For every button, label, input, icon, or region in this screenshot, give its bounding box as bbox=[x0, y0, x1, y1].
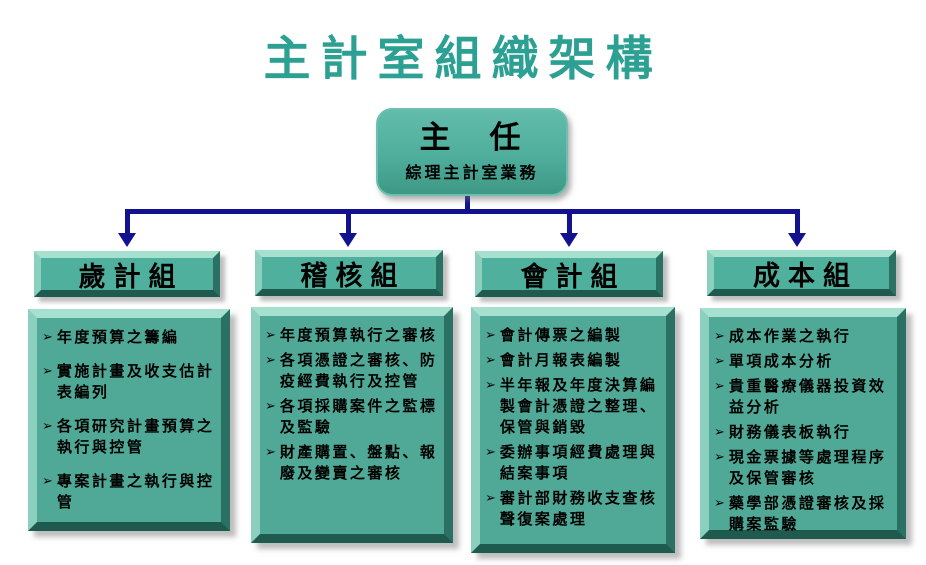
duty-text: 成本作業之執行 bbox=[728, 327, 852, 345]
arrow-bullet-icon: ➢ bbox=[265, 445, 276, 460]
duty-text: 現金票據等處理程序及保管審核 bbox=[728, 448, 887, 487]
connector-stub bbox=[465, 194, 470, 212]
duty-item: ➢ 現金票據等處理程序及保管審核 bbox=[714, 447, 894, 489]
director-box: 主 任 綜理主計室業務 bbox=[376, 108, 568, 196]
dept-name: 會計組 bbox=[520, 261, 626, 293]
duty-item: ➢ 單項成本分析 bbox=[714, 351, 894, 372]
dept-duties-accounting: ➢ 會計傳票之編製 ➢ 會計月報表編製 ➢ 半年報及年度決算編製會計憑證之整理、… bbox=[471, 307, 675, 553]
dept-header-budget: 歲計組 bbox=[34, 251, 220, 297]
arrow-bullet-icon: ➢ bbox=[485, 328, 496, 343]
duty-item: ➢ 會計傳票之編製 bbox=[485, 325, 663, 346]
dept-name: 成本組 bbox=[753, 260, 858, 292]
arrow-down-icon bbox=[339, 233, 357, 247]
duty-text: 審計部財務收支查核聲復案處理 bbox=[499, 489, 658, 528]
duty-text: 財產購置、盤點、報廢及變賣之審核 bbox=[279, 443, 438, 482]
arrow-bullet-icon: ➢ bbox=[485, 445, 496, 460]
arrow-bullet-icon: ➢ bbox=[714, 496, 725, 511]
duty-text: 各項採購案件之監標及監驗 bbox=[279, 397, 438, 436]
duty-text: 專案計畫之執行與控管 bbox=[56, 472, 215, 511]
dept-header-audit: 稽核組 bbox=[255, 250, 443, 296]
arrow-bullet-icon: ➢ bbox=[265, 399, 276, 414]
duty-item: ➢ 實施計畫及收支估計表編列 bbox=[42, 361, 218, 403]
duty-item: ➢ 年度預算之籌編 bbox=[42, 327, 218, 348]
arrow-bullet-icon: ➢ bbox=[714, 329, 725, 344]
duty-text: 年度預算之籌編 bbox=[56, 328, 180, 346]
duty-text: 實施計畫及收支估計表編列 bbox=[56, 362, 215, 401]
duty-text: 財務儀表板執行 bbox=[728, 423, 852, 441]
arrow-bullet-icon: ➢ bbox=[42, 364, 53, 379]
duty-text: 各項研究計畫預算之執行與控管 bbox=[56, 417, 215, 456]
dept-duties-budget: ➢ 年度預算之籌編 ➢ 實施計畫及收支估計表編列 ➢ 各項研究計畫預算之執行與控… bbox=[28, 309, 230, 531]
duty-text: 會計月報表編製 bbox=[499, 351, 623, 369]
duty-item: ➢ 各項研究計畫預算之執行與控管 bbox=[42, 416, 218, 458]
arrow-bullet-icon: ➢ bbox=[485, 378, 496, 393]
duty-text: 半年報及年度決算編製會計憑證之整理、保管與銷毀 bbox=[499, 376, 658, 436]
duty-item: ➢ 貴重醫療儀器投資效益分析 bbox=[714, 376, 894, 418]
connector-vertical-1 bbox=[125, 209, 130, 234]
duty-list: ➢ 年度預算之籌編 ➢ 實施計畫及收支估計表編列 ➢ 各項研究計畫預算之執行與控… bbox=[42, 327, 218, 513]
arrow-bullet-icon: ➢ bbox=[485, 353, 496, 368]
duty-text: 單項成本分析 bbox=[728, 352, 834, 370]
duty-list: ➢ 成本作業之執行 ➢ 單項成本分析 ➢ 貴重醫療儀器投資效益分析 ➢ 財務儀表… bbox=[714, 326, 894, 535]
arrow-bullet-icon: ➢ bbox=[485, 491, 496, 506]
duty-text: 委辦事項經費處理與結案事項 bbox=[499, 443, 658, 482]
duty-text: 年度預算執行之審核 bbox=[279, 326, 438, 344]
duty-text: 藥學部憑證審核及採購案監驗 bbox=[728, 494, 887, 533]
arrow-bullet-icon: ➢ bbox=[42, 330, 53, 345]
connector-horizontal bbox=[125, 209, 800, 214]
dept-header-accounting: 會計組 bbox=[475, 251, 663, 297]
dept-duties-audit: ➢ 年度預算執行之審核 ➢ 各項憑證之審核、防疫經費執行及控管 ➢ 各項採購案件… bbox=[251, 307, 453, 543]
duty-text: 會計傳票之編製 bbox=[499, 326, 623, 344]
connector-vertical-2 bbox=[346, 209, 351, 234]
duty-item: ➢ 專案計畫之執行與控管 bbox=[42, 471, 218, 513]
duty-item: ➢ 委辦事項經費處理與結案事項 bbox=[485, 442, 663, 484]
duty-list: ➢ 會計傳票之編製 ➢ 會計月報表編製 ➢ 半年報及年度決算編製會計憑證之整理、… bbox=[485, 325, 663, 530]
dept-name: 歲計組 bbox=[78, 261, 184, 293]
duty-item: ➢ 藥學部憑證審核及採購案監驗 bbox=[714, 493, 894, 535]
arrow-bullet-icon: ➢ bbox=[265, 328, 276, 343]
director-subtitle: 綜理主計室業務 bbox=[405, 163, 539, 183]
arrow-down-icon bbox=[560, 233, 578, 247]
arrow-down-icon bbox=[788, 233, 806, 247]
arrow-bullet-icon: ➢ bbox=[714, 379, 725, 394]
connector-vertical-3 bbox=[567, 209, 572, 234]
duty-item: ➢ 年度預算執行之審核 bbox=[265, 325, 441, 346]
duty-item: ➢ 會計月報表編製 bbox=[485, 350, 663, 371]
duty-item: ➢ 各項憑證之審核、防疫經費執行及控管 bbox=[265, 350, 441, 392]
arrow-bullet-icon: ➢ bbox=[42, 474, 53, 489]
page-title: 主計室組織架構 bbox=[263, 32, 663, 87]
dept-name: 稽核組 bbox=[300, 260, 406, 292]
arrow-down-icon bbox=[118, 233, 136, 247]
duty-item: ➢ 財產購置、盤點、報廢及變賣之審核 bbox=[265, 442, 441, 484]
dept-header-cost: 成本組 bbox=[707, 250, 896, 296]
duty-item: ➢ 成本作業之執行 bbox=[714, 326, 894, 347]
arrow-bullet-icon: ➢ bbox=[714, 354, 725, 369]
connector-vertical-4 bbox=[795, 209, 800, 234]
director-title: 主 任 bbox=[419, 119, 525, 156]
duty-item: ➢ 審計部財務收支查核聲復案處理 bbox=[485, 488, 663, 530]
arrow-bullet-icon: ➢ bbox=[42, 419, 53, 434]
dept-duties-cost: ➢ 成本作業之執行 ➢ 單項成本分析 ➢ 貴重醫療儀器投資效益分析 ➢ 財務儀表… bbox=[700, 308, 906, 539]
duty-item: ➢ 各項採購案件之監標及監驗 bbox=[265, 396, 441, 438]
arrow-bullet-icon: ➢ bbox=[714, 450, 725, 465]
duty-item: ➢ 財務儀表板執行 bbox=[714, 422, 894, 443]
duty-text: 貴重醫療儀器投資效益分析 bbox=[728, 377, 887, 416]
arrow-bullet-icon: ➢ bbox=[714, 425, 725, 440]
duty-item: ➢ 半年報及年度決算編製會計憑證之整理、保管與銷毀 bbox=[485, 375, 663, 438]
duty-list: ➢ 年度預算執行之審核 ➢ 各項憑證之審核、防疫經費執行及控管 ➢ 各項採購案件… bbox=[265, 325, 441, 484]
arrow-bullet-icon: ➢ bbox=[265, 353, 276, 368]
duty-text: 各項憑證之審核、防疫經費執行及控管 bbox=[279, 351, 438, 390]
